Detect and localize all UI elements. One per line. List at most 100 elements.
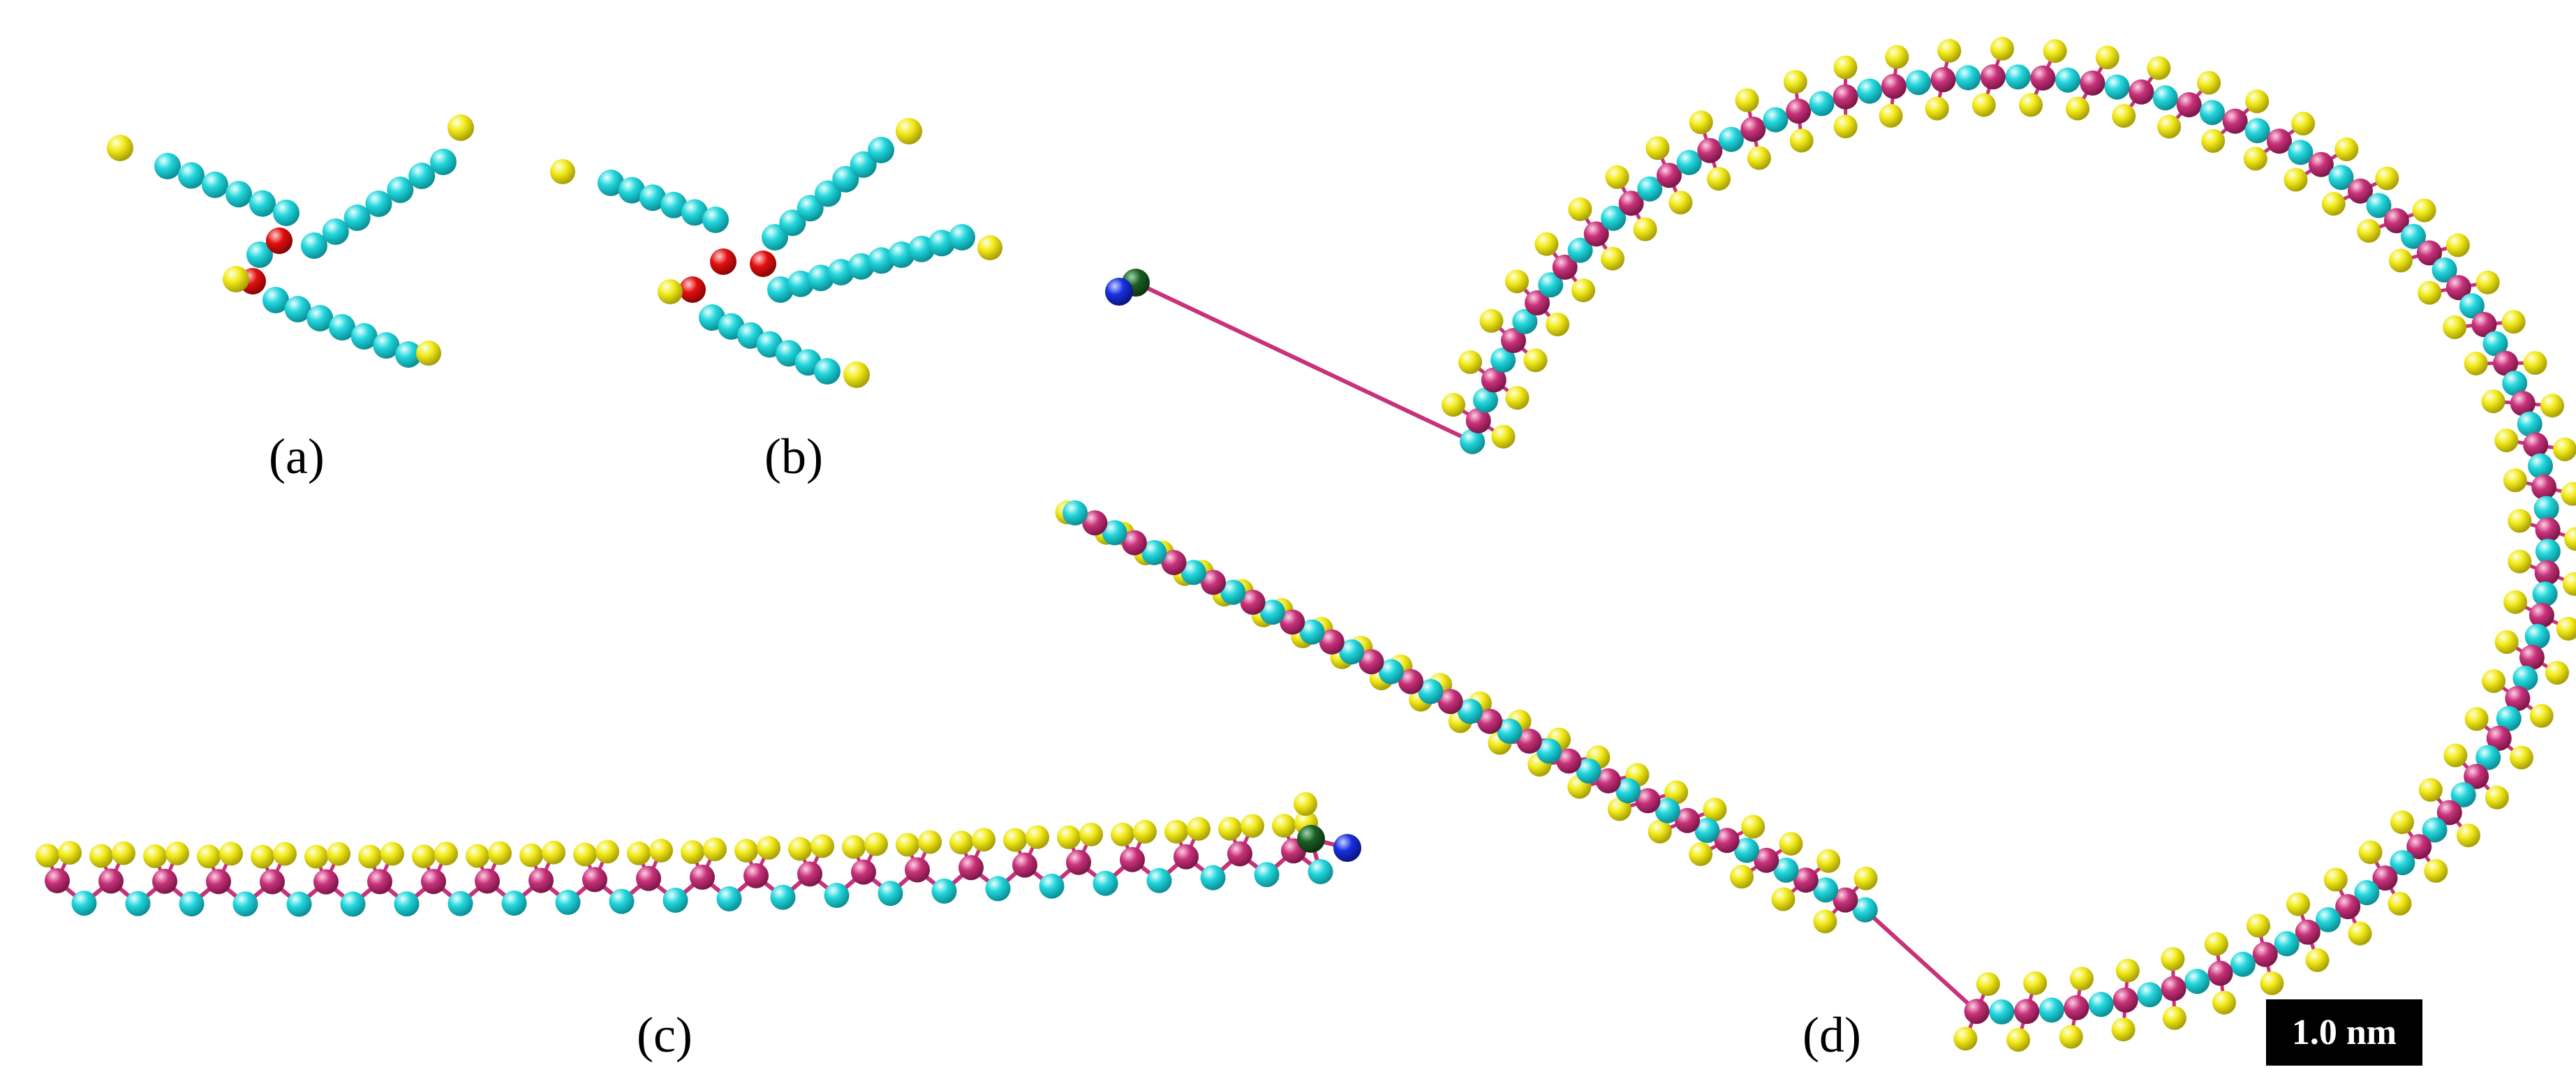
carbon-atom — [225, 181, 252, 208]
hydrogen-atom — [550, 159, 575, 184]
hydrogen-atom — [2043, 39, 2067, 64]
backbone-atom — [1465, 408, 1491, 433]
hydrogen-atom — [1925, 96, 1949, 121]
hydrogen-atom — [2305, 948, 2330, 972]
hydrogen-atom — [2475, 270, 2500, 295]
backbone-atom — [2129, 79, 2154, 105]
hydrogen-atom — [1668, 191, 1693, 215]
hydrogen-atom — [2494, 428, 2519, 453]
backbone-atom — [905, 857, 930, 883]
backbone-atom — [1583, 221, 1609, 247]
carbon-atom — [2512, 665, 2538, 691]
hydrogen-atom — [143, 844, 167, 868]
carbon-atom — [702, 207, 729, 233]
hydrogen-atom — [2508, 509, 2532, 533]
hydrogen-atom — [2443, 315, 2467, 339]
hydrogen-atom — [251, 844, 274, 869]
scale-bar-label: 1.0 nm — [2291, 1013, 2397, 1052]
backbone-atom — [1881, 73, 1907, 99]
carbon-atom — [1254, 862, 1280, 888]
hydrogen-atom — [918, 830, 942, 854]
carbon-atom — [815, 180, 841, 207]
hydrogen-atom — [273, 842, 297, 866]
carbon-atom — [598, 170, 624, 196]
hydrogen-atom — [1816, 849, 1841, 873]
hydrogen-atom — [1633, 217, 1657, 241]
hydrogen-atom — [2260, 971, 2284, 995]
carbon-atom — [71, 890, 97, 916]
hydrogen-atom — [1779, 832, 1803, 856]
carbon-atom — [767, 276, 794, 303]
backbone-atom — [1516, 729, 1542, 754]
backbone-atom — [797, 861, 822, 887]
hydrogen-atom — [2006, 1028, 2031, 1052]
hydrogen-atom — [2246, 914, 2270, 938]
carbon-atom — [824, 883, 850, 908]
backbone-atom — [2486, 725, 2512, 751]
carbon-atom — [832, 165, 859, 193]
terminal-atom — [1297, 825, 1325, 853]
carbon-atom — [1718, 126, 1744, 152]
carbon-atom — [1308, 859, 1333, 884]
hydrogen-atom — [2243, 147, 2267, 171]
hydrogen-atom — [2503, 468, 2527, 493]
carbon-atom — [1102, 520, 1127, 546]
backbone-atom — [1359, 649, 1384, 675]
backbone-atom — [45, 868, 70, 893]
hydrogen-atom — [1605, 165, 1629, 189]
hydrogen-atom — [1648, 819, 1672, 844]
carbon-atom — [1537, 738, 1562, 764]
carbon-atom — [154, 153, 181, 179]
carbon-atom — [868, 247, 895, 274]
hydrogen-atom — [519, 843, 543, 867]
backbone-atom — [1657, 163, 1682, 188]
carbon-atom — [1813, 877, 1839, 903]
carbon-atom — [787, 270, 814, 297]
carbon-atom — [1093, 870, 1118, 896]
backbone-atom — [1280, 609, 1305, 635]
carbon-atom — [387, 177, 414, 203]
carbon-atom — [179, 891, 205, 917]
hydrogen-atom — [1241, 814, 1264, 838]
backbone-atom — [1930, 67, 1956, 93]
hydrogen-atom — [2503, 590, 2528, 614]
carbon-atom — [329, 314, 355, 341]
carbon-atom — [1567, 237, 1593, 263]
carbon-atom — [365, 191, 392, 217]
oxygen-atom — [750, 251, 776, 277]
hydrogen-atom — [1272, 814, 1296, 838]
carbon-atom — [2524, 624, 2550, 649]
hydrogen-atom — [2562, 572, 2576, 596]
backbone-atom — [2406, 834, 2432, 860]
hydrogen-atom — [2212, 990, 2236, 1015]
hydrogen-atom — [1783, 70, 1807, 94]
hydrogen-atom — [2509, 745, 2533, 770]
carbon-atom — [2366, 193, 2392, 218]
carbon-atom — [1906, 70, 1932, 96]
carbon-atom — [286, 891, 312, 917]
hydrogen-atom — [2412, 198, 2436, 223]
carbon-atom — [2088, 992, 2114, 1017]
nitrogen-atom — [1333, 834, 1361, 862]
carbon-atom — [2038, 997, 2064, 1023]
hydrogen-atom — [466, 844, 489, 868]
carbon-atom — [395, 341, 422, 368]
hydrogen-atom — [1703, 798, 1727, 821]
carbon-atom — [1180, 560, 1206, 586]
hydrogen-atom — [2482, 669, 2506, 693]
backbone-atom — [2207, 960, 2233, 986]
backbone-atom — [2510, 391, 2536, 417]
backbone-atom — [1174, 844, 1199, 870]
carbon-atom — [2184, 969, 2210, 994]
carbon-atom — [1378, 659, 1404, 685]
carbon-atom — [1473, 387, 1498, 413]
bond — [1863, 907, 1979, 1014]
carbon-atom — [301, 232, 327, 259]
hydrogen-atom — [2456, 823, 2480, 848]
backbone-atom — [313, 869, 339, 895]
hydrogen-atom — [1187, 817, 1211, 841]
backbone-atom — [2267, 128, 2292, 154]
carbon-atom — [2316, 907, 2341, 932]
carbon-atom — [662, 888, 688, 913]
carbon-atom — [619, 177, 645, 204]
